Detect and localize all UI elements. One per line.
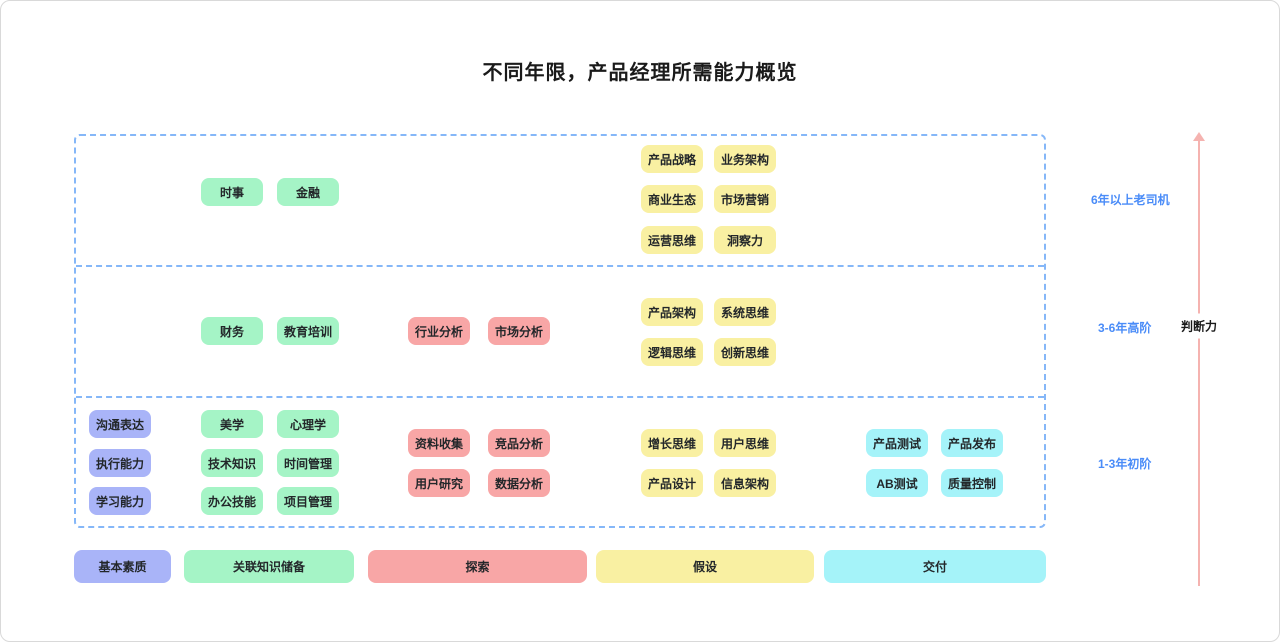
band-divider bbox=[76, 396, 1044, 398]
capability-chip: 时事 bbox=[201, 178, 263, 206]
capability-chip: 财务 bbox=[201, 317, 263, 345]
capability-chip: 项目管理 bbox=[277, 487, 339, 515]
capability-chip: 用户思维 bbox=[714, 429, 776, 457]
capability-chip: 学习能力 bbox=[89, 487, 151, 515]
capability-chip: 产品测试 bbox=[866, 429, 928, 457]
capability-chip: 运营思维 bbox=[641, 226, 703, 254]
band-divider bbox=[76, 265, 1044, 267]
capability-chip: 逻辑思维 bbox=[641, 338, 703, 366]
capability-chip: 质量控制 bbox=[941, 469, 1003, 497]
capability-chip: 洞察力 bbox=[714, 226, 776, 254]
capability-chip: 产品发布 bbox=[941, 429, 1003, 457]
capability-chip: 市场分析 bbox=[488, 317, 550, 345]
capability-chip: 产品架构 bbox=[641, 298, 703, 326]
capability-chip: 竞品分析 bbox=[488, 429, 550, 457]
capability-chip: 业务架构 bbox=[714, 145, 776, 173]
capability-chip: 教育培训 bbox=[277, 317, 339, 345]
capability-chip: AB测试 bbox=[866, 469, 928, 497]
capability-chip: 技术知识 bbox=[201, 449, 263, 477]
band-label-1-3-years: 1-3年初阶 bbox=[1098, 457, 1152, 471]
capability-chip: 产品战略 bbox=[641, 145, 703, 173]
capability-chip: 美学 bbox=[201, 410, 263, 438]
capability-chip: 创新思维 bbox=[714, 338, 776, 366]
band-label-3-6-years: 3-6年高阶 bbox=[1098, 321, 1152, 335]
capability-chip: 系统思维 bbox=[714, 298, 776, 326]
capability-chip: 用户研究 bbox=[408, 469, 470, 497]
page-title: 不同年限，产品经理所需能力概览 bbox=[482, 62, 798, 84]
legend-item-explore: 探索 bbox=[368, 550, 587, 583]
capability-chip: 资料收集 bbox=[408, 429, 470, 457]
legend-item-related-knowledge: 关联知识储备 bbox=[184, 550, 354, 583]
arrow-up-icon bbox=[1193, 132, 1205, 141]
legend-item-basic-quality: 基本素质 bbox=[74, 550, 171, 583]
capability-chip: 时间管理 bbox=[277, 449, 339, 477]
judgment-axis-label: 判断力 bbox=[1176, 313, 1222, 339]
band-label-6plus-years: 6年以上老司机 bbox=[1091, 193, 1170, 207]
experience-bands-container bbox=[74, 134, 1046, 528]
capability-chip: 信息架构 bbox=[714, 469, 776, 497]
legend-item-hypothesis: 假设 bbox=[596, 550, 814, 583]
judgment-axis-line bbox=[1198, 141, 1200, 586]
capability-chip: 产品设计 bbox=[641, 469, 703, 497]
capability-chip: 数据分析 bbox=[488, 469, 550, 497]
capability-chip: 办公技能 bbox=[201, 487, 263, 515]
capability-chip: 心理学 bbox=[277, 410, 339, 438]
capability-chip: 增长思维 bbox=[641, 429, 703, 457]
capability-chip: 行业分析 bbox=[408, 317, 470, 345]
legend-item-delivery: 交付 bbox=[824, 550, 1046, 583]
capability-chip: 商业生态 bbox=[641, 185, 703, 213]
capability-chip: 金融 bbox=[277, 178, 339, 206]
capability-chip: 市场营销 bbox=[714, 185, 776, 213]
capability-chip: 执行能力 bbox=[89, 449, 151, 477]
capability-chip: 沟通表达 bbox=[89, 410, 151, 438]
